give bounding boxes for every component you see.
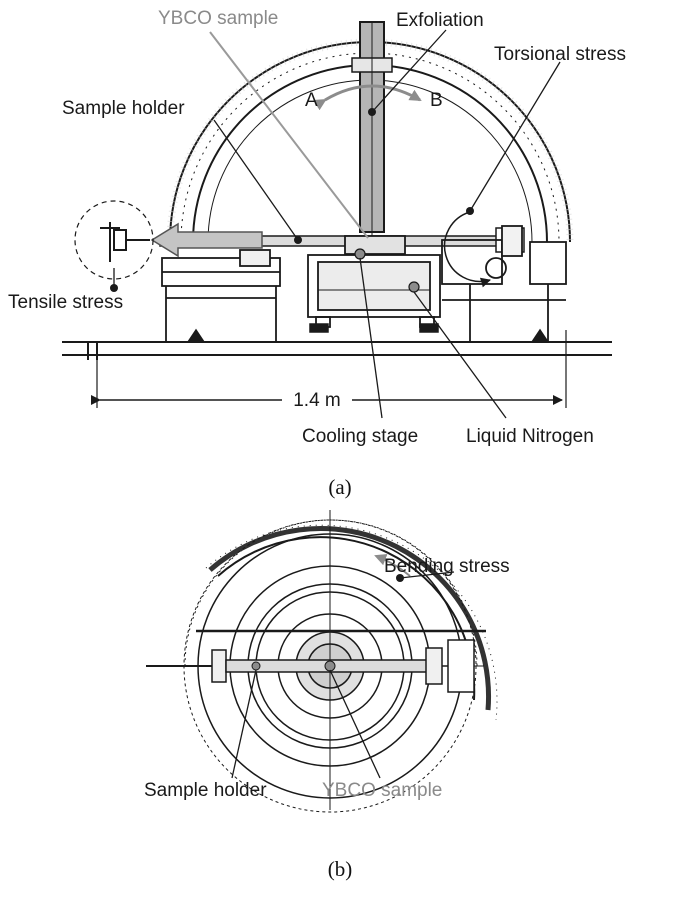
ybco-sample-label-b: YBCO sample: [322, 780, 442, 801]
caption-b: (b): [328, 857, 353, 881]
exfoliation-label: Exfoliation: [396, 10, 484, 31]
sample-holder-marker-a: [294, 236, 302, 244]
exfoliation-marker: [368, 108, 376, 116]
tensile-marker: [110, 284, 118, 292]
sample-holder-label-b: Sample holder: [144, 780, 267, 801]
bending-arrow: [374, 553, 411, 577]
sample-holder-marker-b: [251, 661, 261, 671]
sample-holder-label-a: Sample holder: [62, 98, 185, 119]
left-frame: [161, 249, 281, 342]
torsional-marker: [466, 207, 474, 215]
torsional-stress-label: Torsional stress: [494, 44, 626, 65]
floor: [62, 341, 612, 360]
dimension-line: [91, 330, 567, 408]
figure-a: A B: [8, 8, 626, 499]
tensile-detail-circle: [74, 200, 154, 280]
rotation-arrow-ab: [313, 84, 422, 111]
direction-b-label: B: [430, 90, 443, 111]
cooling-stage-marker: [354, 248, 366, 260]
bending-stress-label: Bending stress: [384, 556, 510, 577]
cooling-stage-label: Cooling stage: [302, 426, 418, 447]
caption-a: (a): [328, 475, 351, 499]
direction-a-label: A: [305, 90, 318, 111]
liquid-nitrogen-marker: [408, 281, 420, 293]
sample-holder-rod-b: [146, 639, 475, 693]
exfoliation-arm: [351, 21, 393, 240]
tensile-stress-label: Tensile stress: [8, 292, 123, 313]
floor-supports: [186, 323, 550, 343]
ybco-marker-b: [324, 660, 336, 672]
ybco-sample-label-a: YBCO sample: [158, 8, 278, 29]
torsional-arrow: [443, 211, 491, 288]
leader-lines-a: [113, 29, 561, 419]
length-label: 1.4 m: [293, 390, 341, 411]
figure-b: Bending stress Sample holder YBCO sample…: [144, 510, 510, 881]
right-frame: [441, 225, 567, 342]
tensile-detail: [100, 222, 150, 262]
tensile-arrow: [150, 222, 263, 258]
leader-lines-b: [231, 571, 455, 779]
cooling-stage: [307, 235, 441, 328]
liquid-nitrogen-label: Liquid Nitrogen: [466, 426, 594, 447]
